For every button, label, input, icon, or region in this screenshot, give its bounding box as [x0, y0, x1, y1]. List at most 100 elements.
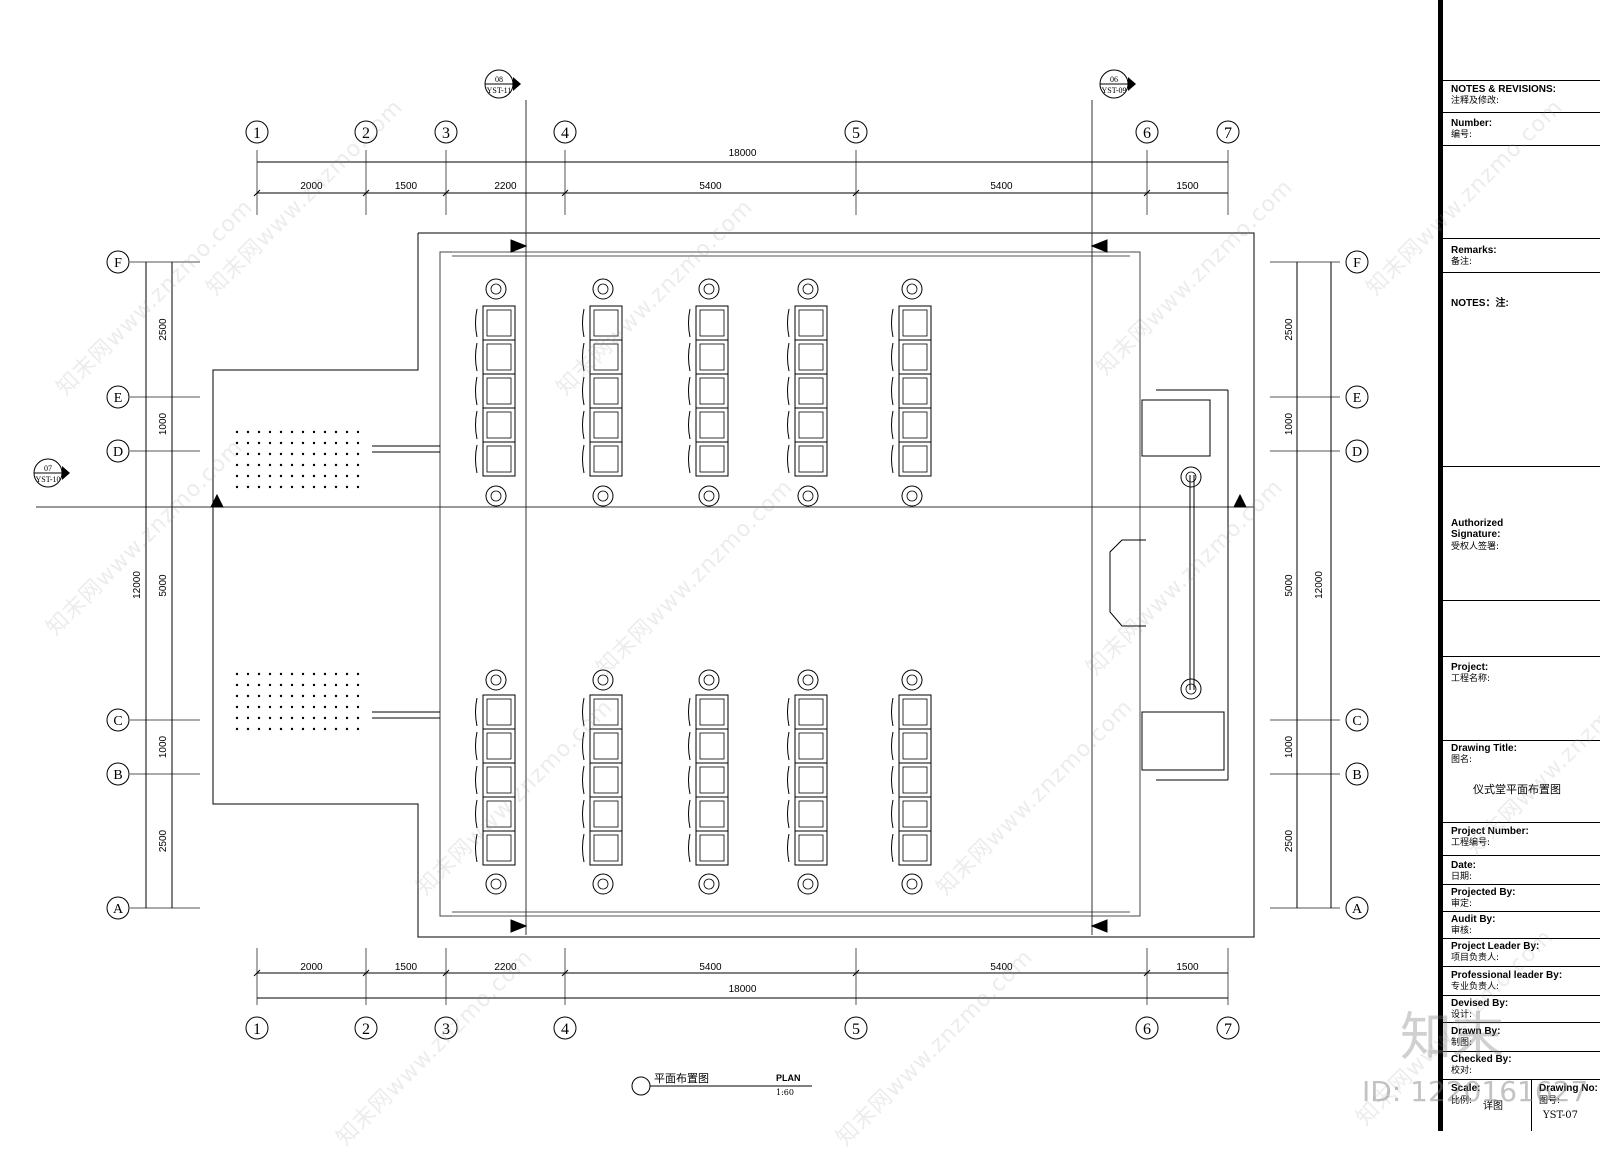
audit-by-cn: 审核: [1451, 926, 1473, 936]
seat-cushion [593, 834, 619, 862]
dimension-row-total: 12000 [132, 571, 143, 599]
seat-cushion [902, 377, 928, 405]
dimension-row: 5000 [1284, 574, 1295, 597]
dot-pattern [301, 452, 305, 456]
dot-pattern [279, 727, 283, 731]
dot-pattern [301, 474, 305, 478]
plant-leaf [802, 878, 814, 890]
seat-arm [582, 765, 585, 795]
dot-pattern [334, 485, 338, 489]
seat-cushion [593, 800, 619, 828]
dot-pattern [290, 430, 294, 434]
dot-pattern [312, 672, 316, 676]
plant-pot [901, 669, 923, 691]
project-label: Project: [1451, 662, 1489, 673]
grid-bubble [1345, 250, 1369, 274]
dot-pattern [323, 430, 327, 434]
plant-leaf [802, 283, 814, 295]
drawing-no-label: Drawing No: [1539, 1083, 1598, 1094]
seat [898, 762, 932, 798]
seat-arm [688, 833, 691, 863]
seat-cushion [486, 732, 512, 760]
seat [589, 728, 623, 764]
grid-row-label: E [114, 391, 123, 406]
grid-col-label: 1 [253, 1021, 261, 1038]
seat-arm [787, 342, 790, 372]
dot-pattern [268, 452, 272, 456]
seat-cushion [486, 834, 512, 862]
grid-bubble [844, 120, 868, 144]
seat [482, 305, 516, 341]
dot-pattern [323, 485, 327, 489]
seat-cushion [699, 377, 725, 405]
grid-col-label: 4 [561, 125, 569, 142]
grid-bubble [1345, 385, 1369, 409]
seat-cushion [798, 343, 824, 371]
dot-pattern [290, 452, 294, 456]
grid-col-label: 7 [1224, 1021, 1232, 1038]
dot-pattern [323, 452, 327, 456]
dot-pattern [246, 672, 250, 676]
plant-leaf [490, 490, 502, 502]
seat-cushion [798, 698, 824, 726]
dot-pattern [279, 430, 283, 434]
seat-arm [891, 376, 894, 406]
seat-cushion [486, 800, 512, 828]
dot-pattern [279, 463, 283, 467]
seat [794, 762, 828, 798]
dimension-col: 2000 [300, 181, 323, 192]
plant-leaf [703, 878, 715, 890]
project-leader-cn: 项目负责人: [1451, 953, 1500, 963]
seat-arm [582, 342, 585, 372]
remarks-cn: 备注: [1451, 257, 1473, 267]
projected-by-cn: 审定: [1451, 899, 1473, 909]
seat-arm [891, 799, 894, 829]
dot-pattern [356, 474, 360, 478]
seat-arm [787, 731, 790, 761]
dot-pattern [290, 727, 294, 731]
dot-pattern [323, 672, 327, 676]
grid-col-label: 5 [852, 1021, 860, 1038]
dimension-col: 5400 [990, 181, 1013, 192]
seat-cushion [798, 834, 824, 862]
dot-pattern [345, 672, 349, 676]
grid-row-label: A [113, 902, 124, 917]
dot-pattern [246, 452, 250, 456]
seat-arm [787, 765, 790, 795]
notes-revisions-cn: 注释及修改: [1451, 96, 1500, 106]
seat-cushion [902, 411, 928, 439]
dot-pattern [235, 727, 239, 731]
dimension-col: 1500 [395, 962, 418, 973]
seat-arm [787, 410, 790, 440]
plant-leaf [802, 490, 814, 502]
dimension-row: 5000 [158, 574, 169, 597]
dot-pattern [301, 705, 305, 709]
dot-pattern [301, 430, 305, 434]
dimension-tick [852, 189, 860, 197]
seat [794, 796, 828, 832]
notes-label: NOTES：注: [1451, 298, 1509, 309]
grid-col-label: 6 [1143, 1021, 1151, 1038]
project-leader-label: Project Leader By: [1451, 941, 1540, 952]
room-outline [212, 232, 1255, 938]
plant-leaf [1185, 471, 1197, 483]
dot-pattern [257, 683, 261, 687]
section-marker-sheet: YST-11 [487, 86, 512, 95]
dot-pattern [356, 463, 360, 467]
grid-bubble [354, 120, 378, 144]
dimension-tick [253, 969, 261, 977]
seat-cushion [902, 732, 928, 760]
dimension-col: 5400 [699, 962, 722, 973]
seat-cushion [902, 698, 928, 726]
dot-pattern [312, 716, 316, 720]
dot-pattern [301, 727, 305, 731]
grid-col-label: 2 [362, 125, 370, 142]
dot-pattern [312, 474, 316, 478]
seat-cushion [699, 766, 725, 794]
grid-bubble [1135, 1016, 1159, 1040]
dimension-total: 18000 [729, 984, 757, 995]
seat-arm [475, 410, 478, 440]
seat-arm [475, 833, 478, 863]
dot-pattern [323, 727, 327, 731]
seat [898, 728, 932, 764]
